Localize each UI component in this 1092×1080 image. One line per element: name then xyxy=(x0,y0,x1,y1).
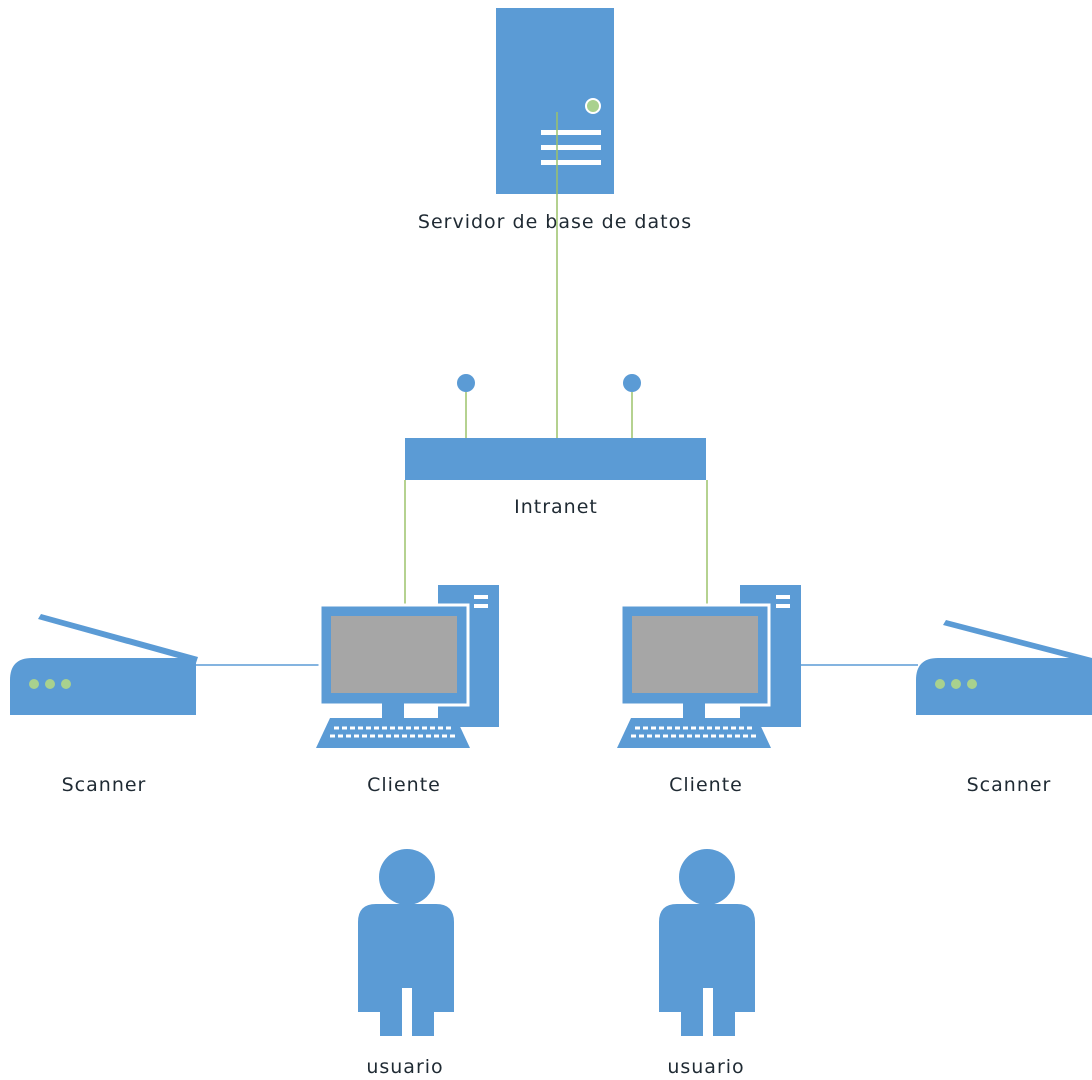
user-icon xyxy=(659,849,755,1036)
scanner-icon xyxy=(10,614,198,715)
desktop-computer-icon xyxy=(617,585,801,748)
server-icon xyxy=(496,8,614,194)
client-left-label: Cliente xyxy=(367,774,441,796)
scanner-icon xyxy=(916,620,1092,715)
network-label: Intranet xyxy=(514,496,598,518)
user-left-label: usuario xyxy=(366,1056,443,1078)
desktop-computer-icon xyxy=(316,585,499,748)
scanner-left-label: Scanner xyxy=(62,774,147,796)
user-right-label: usuario xyxy=(667,1056,744,1078)
server-label: Servidor de base de datos xyxy=(418,211,692,233)
user-icon xyxy=(358,849,454,1036)
network-switch-icon xyxy=(405,374,706,480)
client-right-label: Cliente xyxy=(669,774,743,796)
scanner-right-label: Scanner xyxy=(967,774,1052,796)
